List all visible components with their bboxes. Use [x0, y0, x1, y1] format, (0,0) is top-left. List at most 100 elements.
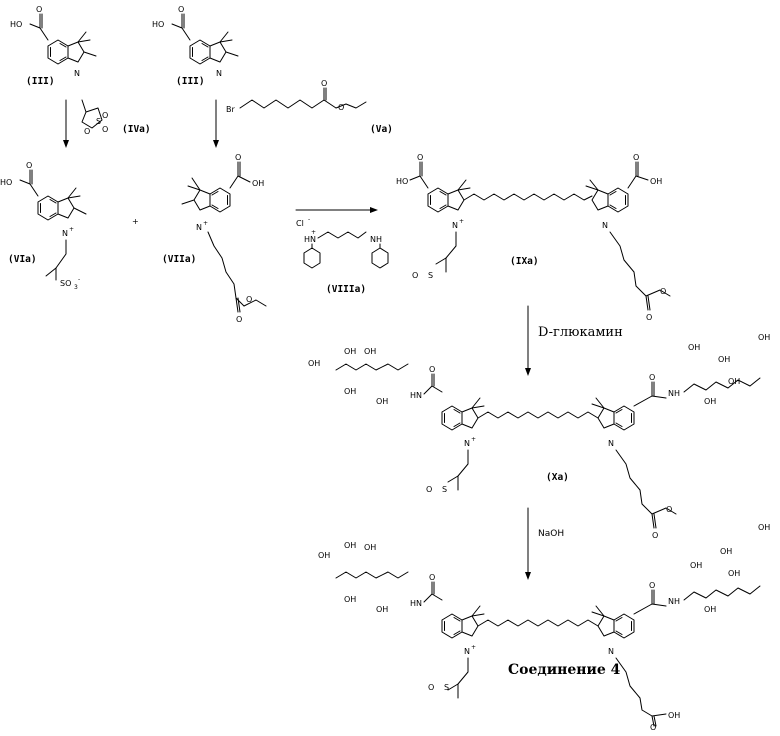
compound-va: Br O O (Va) [226, 79, 393, 135]
atom-o: O [646, 313, 652, 322]
atom-o: O [321, 79, 327, 88]
atom-n: N [216, 69, 222, 78]
atom-nh: NH [370, 235, 382, 244]
compound-4: OH OH OH OH OH HN O N + N O NH OH OH OH … [318, 523, 770, 731]
charge-plus: + [203, 220, 208, 227]
atom-o3s: O [412, 271, 418, 280]
arrow-step1-left [63, 100, 69, 148]
atom-oh: OH [758, 333, 770, 342]
atom-o: O [429, 365, 435, 374]
atom-br: Br [226, 105, 235, 114]
atom-n-plus: N [464, 647, 470, 656]
atom-ho: HO [152, 20, 164, 29]
compound-ixa: O HO N + O OH N O S O O (IXa) [396, 153, 670, 322]
atom-o: O [338, 103, 344, 112]
atom-oh: OH [364, 543, 376, 552]
label-iva: (IVa) [122, 124, 151, 135]
atom-oh: OH [718, 355, 730, 364]
atom-hn: HN [410, 599, 422, 608]
charge-plus: + [69, 226, 74, 233]
label-viiia: (VIIIa) [326, 284, 366, 295]
atom-oh: OH [376, 605, 388, 614]
atom-o: O [429, 573, 435, 582]
atom-oh: OH [364, 347, 376, 356]
atom-o: O [36, 5, 42, 14]
atom-oh: OH [308, 359, 320, 368]
atom-oh: OH [650, 177, 662, 186]
atom-oh: OH [728, 377, 740, 386]
atom-o3s: O [428, 683, 434, 692]
atom-ho: HO [0, 178, 12, 187]
reagent-d-glucamine: D-глюкамин [538, 325, 623, 340]
atom-n: N [608, 647, 614, 656]
atom-o3s: O [426, 485, 432, 494]
atom-n: N [74, 69, 80, 78]
compound-iva: S O O O (IVa) [82, 100, 151, 136]
compound-iii-right: O HO N (III) [152, 5, 238, 87]
atom-o: O [235, 153, 241, 162]
label-viia: (VIIa) [162, 254, 196, 265]
atom-n-plus: N [196, 223, 202, 232]
compound-viiia: Cl - HN + NH (VIIIa) [296, 216, 388, 295]
atom-oh: OH [318, 551, 330, 560]
atom-o: O [660, 287, 666, 296]
atom-oh: OH [728, 569, 740, 578]
charge-plus: + [311, 229, 316, 236]
label-via: (VIa) [8, 254, 37, 265]
atom-hn: HN [304, 235, 316, 244]
atom-o: O [26, 161, 32, 170]
atom-oh: OH [720, 547, 732, 556]
atom-oh: OH [252, 179, 264, 188]
label-iii-right: (III) [176, 76, 205, 87]
atom-o: O [236, 315, 242, 324]
label-iii-left: (III) [26, 76, 55, 87]
atom-o: O [649, 581, 655, 590]
atom-s: S [442, 485, 447, 494]
atom-cl: Cl [296, 219, 304, 228]
atom-n: N [608, 439, 614, 448]
charge-plus: + [459, 218, 464, 225]
label-va: (Va) [370, 124, 393, 135]
atom-o: O [417, 153, 423, 162]
atom-ho: HO [10, 20, 22, 29]
atom-oh: OH [704, 605, 716, 614]
atom-o: O [102, 111, 108, 120]
label-ixa: (IXa) [510, 256, 539, 267]
label-xa: (Xa) [546, 472, 569, 483]
compound-viia: O OH N + O O (VIIa) [162, 153, 266, 324]
arrow-condensation [296, 207, 378, 213]
atom-ho: HO [396, 177, 408, 186]
atom-n-plus: N [464, 439, 470, 448]
atom-hn: HN [410, 391, 422, 400]
arrow-naoh: NaOH [525, 508, 564, 580]
atom-o: O [650, 723, 656, 731]
atom-o: O [246, 295, 252, 304]
atom-o: O [652, 531, 658, 540]
label-compound-4: Соединение 4 [508, 662, 621, 678]
atom-n-plus: N [452, 221, 458, 230]
atom-nh: NH [668, 597, 680, 606]
atom-n-plus: N [62, 229, 68, 238]
atom-oh: OH [688, 343, 700, 352]
atom-oh: OH [376, 397, 388, 406]
atom-oh: OH [704, 397, 716, 406]
compound-iii-left: O HO N (III) [10, 5, 96, 87]
atom-o: O [666, 505, 672, 514]
atom-s: S [96, 117, 101, 126]
plus-sign: + [132, 217, 139, 226]
charge-plus: + [471, 644, 476, 651]
subscript-3: 3 [74, 284, 78, 291]
atom-o: O [102, 125, 108, 134]
atom-so3: SO [60, 279, 71, 288]
atom-o: O [84, 127, 90, 136]
atom-o: O [633, 153, 639, 162]
atom-o: O [178, 5, 184, 14]
atom-s: S [428, 271, 433, 280]
atom-oh: OH [344, 387, 356, 396]
atom-oh: OH [344, 595, 356, 604]
arrow-step1-right [213, 100, 219, 148]
arrow-glucamine: D-глюкамин [525, 306, 623, 376]
atom-nh: NH [668, 389, 680, 398]
